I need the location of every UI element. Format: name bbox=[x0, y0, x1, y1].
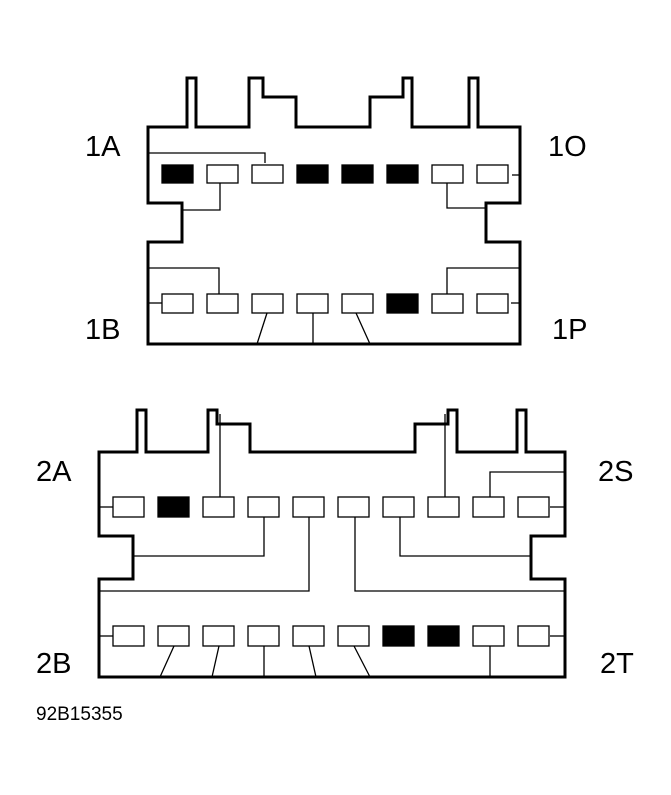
pin-bottom-upper-4 bbox=[247, 496, 280, 518]
pin-top-upper-3 bbox=[251, 164, 284, 184]
label-2s: 2S bbox=[598, 456, 634, 488]
pin-top-lower-8 bbox=[476, 293, 509, 314]
pin-bottom-upper-6 bbox=[337, 496, 370, 518]
pin-top-upper-2 bbox=[206, 164, 239, 184]
pin-top-lower-6 bbox=[386, 293, 419, 314]
label-2a: 2A bbox=[36, 456, 72, 488]
label-1o: 1O bbox=[548, 131, 587, 163]
pin-bottom-upper-5 bbox=[292, 496, 325, 518]
pin-bottom-lower-1 bbox=[112, 625, 145, 647]
pin-bottom-upper-9 bbox=[472, 496, 505, 518]
pin-top-lower-5 bbox=[341, 293, 374, 314]
pin-top-upper-5 bbox=[341, 164, 374, 184]
pin-top-upper-1 bbox=[161, 164, 194, 184]
label-1a: 1A bbox=[85, 131, 121, 163]
pin-top-upper-4 bbox=[296, 164, 329, 184]
pin-layer bbox=[112, 164, 550, 647]
pin-bottom-lower-4 bbox=[247, 625, 280, 647]
wire-lines bbox=[99, 152, 565, 678]
pin-bottom-lower-10 bbox=[517, 625, 550, 647]
pin-bottom-upper-3 bbox=[202, 496, 235, 518]
pin-bottom-upper-8 bbox=[427, 496, 460, 518]
top-connector-housing bbox=[146, 76, 522, 346]
pin-top-lower-1 bbox=[161, 293, 194, 314]
pin-bottom-lower-3 bbox=[202, 625, 235, 647]
pin-bottom-upper-10 bbox=[517, 496, 550, 518]
pin-bottom-lower-5 bbox=[292, 625, 325, 647]
pin-bottom-upper-1 bbox=[112, 496, 145, 518]
pin-bottom-lower-6 bbox=[337, 625, 370, 647]
pin-bottom-lower-2 bbox=[157, 625, 190, 647]
pin-bottom-lower-8 bbox=[427, 625, 460, 647]
label-2t: 2T bbox=[600, 648, 634, 680]
pin-top-lower-7 bbox=[431, 293, 464, 314]
pin-top-lower-2 bbox=[206, 293, 239, 314]
pin-top-lower-4 bbox=[296, 293, 329, 314]
pin-bottom-lower-7 bbox=[382, 625, 415, 647]
pin-bottom-upper-2 bbox=[157, 496, 190, 518]
figure-code: 92B15355 bbox=[36, 704, 123, 725]
label-1b: 1B bbox=[85, 314, 121, 346]
pin-top-upper-8 bbox=[476, 164, 509, 184]
pin-bottom-lower-9 bbox=[472, 625, 505, 647]
pin-top-lower-3 bbox=[251, 293, 284, 314]
bottom-connector-housing bbox=[97, 408, 567, 679]
label-1p: 1P bbox=[552, 314, 588, 346]
pin-top-upper-6 bbox=[386, 164, 419, 184]
label-2b: 2B bbox=[36, 648, 72, 680]
pin-bottom-upper-7 bbox=[382, 496, 415, 518]
pin-top-upper-7 bbox=[431, 164, 464, 184]
